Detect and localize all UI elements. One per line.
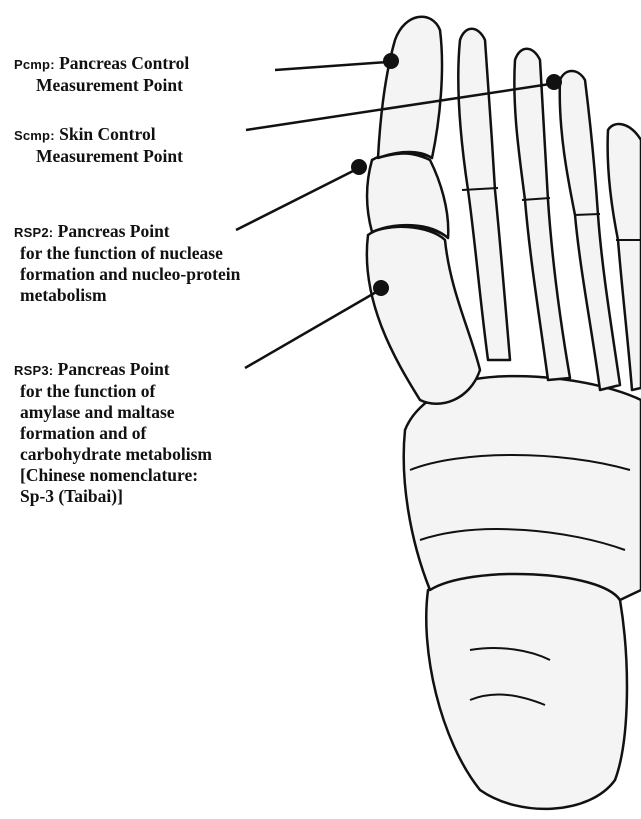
rsp3-line-5: carbohydrate metabolism [14, 444, 212, 465]
rsp3-line-3: amylase and maltase [14, 402, 212, 423]
scmp-label: Scmp: Skin Control Measurement Point [14, 124, 183, 167]
rsp3-leader [245, 291, 378, 368]
rsp3-line-2: for the function of [14, 381, 212, 402]
pcmp-line-1: Pancreas Control [59, 53, 189, 73]
rsp3-line-6: [Chinese nomenclature: [14, 465, 212, 486]
scmp-abbr: Scmp: [14, 128, 55, 143]
rsp3-line-4: formation and of [14, 423, 212, 444]
tarsal-bones [404, 376, 641, 600]
rsp2-leader [236, 169, 357, 230]
calcaneus-bone [426, 572, 627, 809]
big-toe-distal-phalanx [378, 17, 442, 158]
pcmp-leader [275, 62, 388, 70]
pcmp-line-2: Measurement Point [14, 75, 189, 96]
fourth-toe-bones [560, 71, 620, 390]
big-toe-proximal-phalanx [367, 153, 448, 238]
first-metatarsal-bone [367, 227, 480, 404]
second-toe-bones [458, 29, 510, 360]
rsp2-abbr: RSP2: [14, 225, 53, 240]
rsp3-line-7: Sp-3 (Taibai)] [14, 486, 212, 507]
pcmp-label: Pcmp: Pancreas Control Measurement Point [14, 53, 189, 96]
scmp-dot [546, 74, 562, 90]
rsp2-line-4: metabolism [14, 285, 240, 306]
pcmp-abbr: Pcmp: [14, 57, 55, 72]
rsp3-line-1: Pancreas Point [58, 359, 170, 379]
scmp-line-2: Measurement Point [14, 146, 183, 167]
rsp2-line-3: formation and nucleo-protein [14, 264, 240, 285]
rsp2-dot [351, 159, 367, 175]
rsp3-abbr: RSP3: [14, 363, 53, 378]
rsp2-label: RSP2: Pancreas Point for the function of… [14, 221, 240, 306]
scmp-line-1: Skin Control [59, 124, 155, 144]
rsp3-label: RSP3: Pancreas Point for the function of… [14, 359, 212, 507]
rsp2-line-1: Pancreas Point [58, 221, 170, 241]
rsp2-line-2: for the function of nuclease [14, 243, 240, 264]
